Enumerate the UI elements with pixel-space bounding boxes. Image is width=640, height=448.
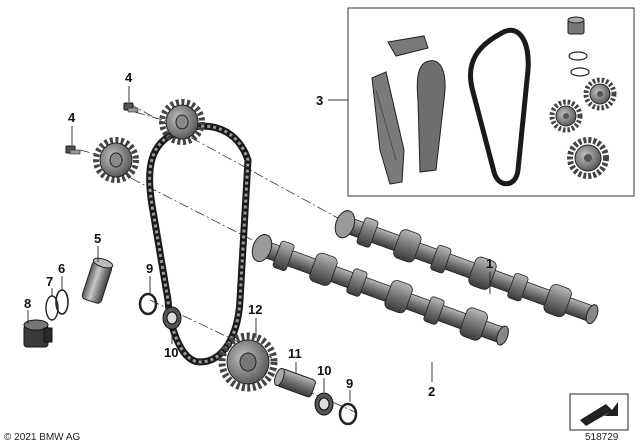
tensioner-piston <box>81 257 114 304</box>
callout-4-upper: 4 <box>125 70 133 85</box>
callout-9-left: 9 <box>146 261 153 276</box>
bolt-lower <box>65 145 81 155</box>
bolt-upper <box>123 102 139 113</box>
callout-10-right: 10 <box>317 363 331 378</box>
inset-sprocket-c <box>567 137 609 179</box>
diagram-number: 518729 <box>585 432 619 443</box>
camshaft-sprocket-lower <box>93 137 139 183</box>
camshaft-2 <box>251 233 509 346</box>
sleeve-11 <box>274 367 316 398</box>
callout-3: 3 <box>316 93 323 108</box>
callout-9-right: 9 <box>346 376 353 391</box>
inset-plug <box>567 16 585 35</box>
camshaft-1 <box>334 210 599 325</box>
timing-chain <box>146 122 252 366</box>
callout-12: 12 <box>248 302 262 317</box>
callout-11: 11 <box>288 346 302 361</box>
inset-tensioner-rail <box>416 60 446 173</box>
callout-1: 1 <box>486 256 493 271</box>
callout-leaders <box>27 86 491 402</box>
inset-ring-a <box>568 51 588 61</box>
callout-2: 2 <box>428 384 435 399</box>
seal-10-left <box>162 306 182 330</box>
camshaft-sprocket-upper <box>159 99 205 145</box>
callout-5: 5 <box>94 231 101 246</box>
tensioner-plug <box>23 319 53 348</box>
inset-frame <box>347 7 635 197</box>
crankshaft-sprocket <box>218 332 278 392</box>
callout-8: 8 <box>24 296 31 311</box>
callout-10-left: 10 <box>164 345 178 360</box>
inset-sprocket-a <box>583 77 617 111</box>
inset-guide-rail-left <box>371 71 405 185</box>
callout-6: 6 <box>58 261 65 276</box>
inset-chain <box>468 27 531 187</box>
washer-9-left <box>138 292 158 316</box>
callout-4-lower: 4 <box>68 110 76 125</box>
washer-9-right <box>338 402 358 426</box>
navigation-symbol-icon <box>569 393 629 431</box>
inset-ring-b <box>570 67 590 77</box>
inset-guide-rail-top <box>387 35 429 57</box>
callout-7: 7 <box>46 274 53 289</box>
seal-10-right <box>314 392 334 416</box>
copyright-text: © 2021 BMW AG <box>4 432 81 443</box>
inset-sprocket-b <box>549 99 583 133</box>
